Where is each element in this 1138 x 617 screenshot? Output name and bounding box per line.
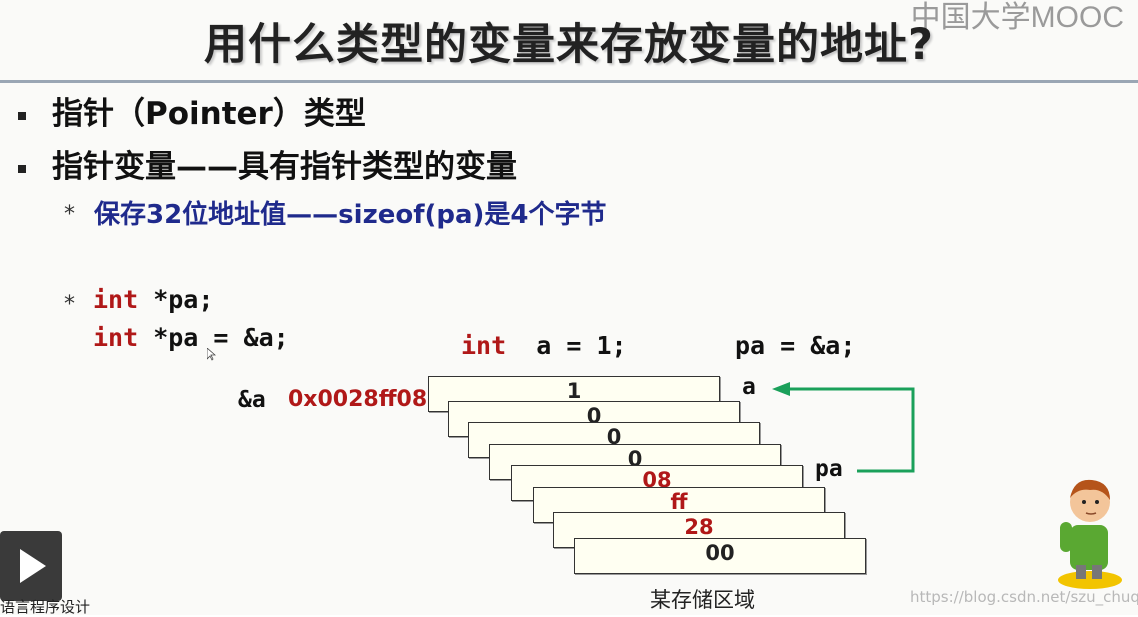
- title-divider: [0, 80, 1138, 83]
- thinking-student-icon: [1058, 479, 1122, 589]
- bullet-marker: [18, 165, 26, 173]
- bullet-pointer-variable: 指针变量——具有指针类型的变量: [52, 149, 517, 185]
- address-of-label: &a: [238, 387, 266, 413]
- code-line-declare: int *pa;: [93, 285, 214, 314]
- keyword-int: int: [93, 285, 139, 314]
- code-line-a: int a = 1;: [461, 331, 627, 360]
- memory-caption: 某存储区域: [650, 588, 755, 612]
- sub-bullet-star: *: [64, 202, 75, 227]
- bullet-marker: [18, 112, 26, 120]
- var-a-label: a: [742, 374, 756, 400]
- var-pa-label: pa: [815, 456, 843, 482]
- mouse-cursor-icon: [207, 348, 216, 361]
- course-name: 语言程序设计: [0, 598, 91, 616]
- slide-title: 用什么类型的变量来存放变量的地址?: [204, 20, 934, 70]
- code-line-init: int *pa = &a;: [93, 323, 289, 352]
- code-line-assign: pa = &a;: [735, 331, 856, 360]
- keyword-int: int: [461, 331, 507, 360]
- memory-cell: 00: [574, 538, 866, 574]
- watermark: https://blog.csdn.net/szu_chuqi: [910, 588, 1138, 606]
- sub-bullet-size: 保存32位地址值——sizeof(pa)是4个字节: [94, 200, 607, 230]
- code-bullet-star: *: [64, 292, 75, 317]
- bullet-pointer-type: 指针（Pointer）类型: [52, 96, 366, 132]
- pointer-arrow-icon: [772, 382, 915, 473]
- keyword-int: int: [93, 323, 139, 352]
- play-button[interactable]: [0, 531, 62, 601]
- address-value: 0x0028ff08: [288, 387, 428, 412]
- play-icon: [20, 549, 46, 583]
- mooc-logo: 中国大学MOOC: [910, 1, 1124, 34]
